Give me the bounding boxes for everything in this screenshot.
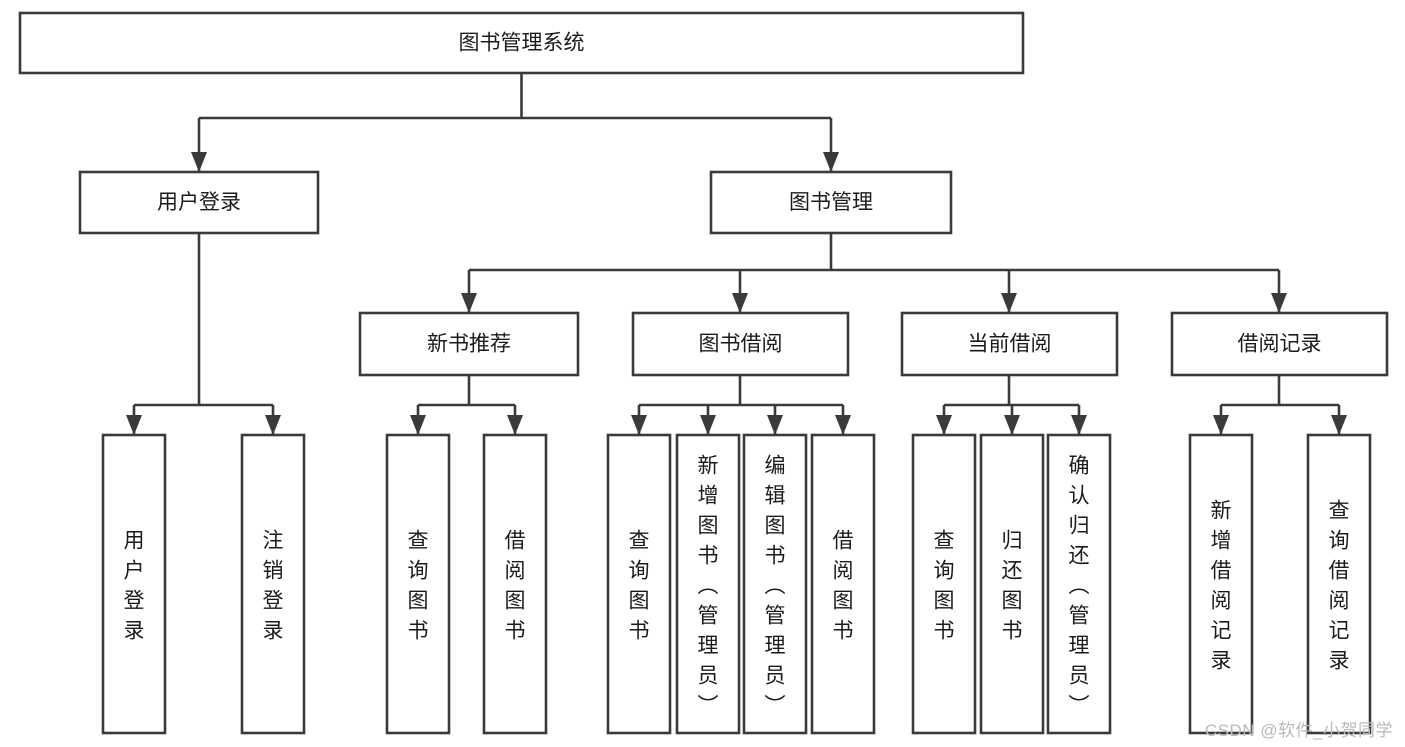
leaf-node-1-label: 注销登录 (263, 529, 284, 642)
leaf-node-0-label: 用户登录 (124, 529, 145, 642)
level3-node-3-box[interactable] (1170, 311, 1389, 377)
leaf-node-2-label: 查询图书 (408, 529, 429, 642)
leaf-node-4-box[interactable] (606, 433, 672, 735)
watermark-text: CSDN @软件_小贺同学 (1204, 721, 1393, 740)
arrow-head-icon (835, 415, 851, 435)
arrow-head-icon (507, 415, 523, 435)
leaf-node-9-label: 归还图书 (1002, 529, 1023, 642)
arrow-head-icon (700, 415, 716, 435)
arrow-head-icon (265, 415, 281, 435)
leaf-node-8-box[interactable] (911, 433, 977, 735)
arrow-head-icon (936, 415, 952, 435)
arrow-head-icon (1004, 415, 1020, 435)
level3-node-0-label: 新书推荐 (427, 333, 511, 356)
leaf-node-12-label: 查询借阅记录 (1329, 499, 1350, 672)
leaf-node-6-label: 编辑图书︵管理员︶ (765, 454, 786, 717)
leaf-node-10-label: 确认归还︵管理员︶ (1069, 454, 1090, 717)
level3-node-1-label: 图书借阅 (699, 333, 783, 356)
leaf-node-0-box[interactable] (101, 433, 167, 735)
leaf-node-12-box[interactable] (1306, 433, 1372, 735)
level3-node-3-label: 借阅记录 (1238, 333, 1322, 356)
leaf-node-1-box[interactable] (240, 433, 306, 735)
leaf-node-8-label: 查询图书 (934, 529, 955, 642)
arrow-head-icon (631, 415, 647, 435)
arrow-head-icon (410, 415, 426, 435)
root-node-label: 图书管理系统 (459, 32, 585, 55)
arrow-head-icon (126, 415, 142, 435)
leaf-node-5-box[interactable] (675, 433, 741, 735)
leaf-node-2-box[interactable] (385, 433, 451, 735)
level3-node-1-box[interactable] (631, 311, 850, 377)
leaf-node-9-box[interactable] (979, 433, 1045, 735)
level2-node-0-label: 用户登录 (157, 191, 241, 214)
arrow-head-icon (1271, 293, 1287, 313)
arrow-head-icon (1213, 415, 1229, 435)
level3-node-2-box[interactable] (900, 311, 1119, 377)
level2-node-0-box[interactable] (78, 170, 320, 235)
level3-node-2-label: 当前借阅 (968, 333, 1052, 356)
level2-node-1-box[interactable] (709, 170, 953, 235)
arrow-head-icon (191, 152, 207, 172)
leaf-node-11-box[interactable] (1188, 433, 1254, 735)
leaf-node-5-label: 新增图书︵管理员︶ (698, 454, 719, 717)
arrow-head-icon (823, 152, 839, 172)
level2-node-1-label: 图书管理 (789, 191, 873, 214)
leaf-node-4-label: 查询图书 (629, 529, 650, 642)
node-layer: 图书管理系统用户登录图书管理新书推荐图书借阅当前借阅借阅记录用户登录注销登录查询… (18, 11, 1389, 735)
leaf-node-3-box[interactable] (482, 433, 548, 735)
level3-node-0-box[interactable] (358, 311, 580, 377)
arrow-head-icon (1071, 415, 1087, 435)
leaf-node-6-box[interactable] (742, 433, 808, 735)
leaf-node-3-label: 借阅图书 (505, 529, 526, 642)
leaf-node-7-label: 借阅图书 (833, 529, 854, 642)
leaf-node-10-box[interactable] (1046, 433, 1112, 735)
arrow-head-icon (732, 293, 748, 313)
arrow-head-icon (767, 415, 783, 435)
leaf-node-7-box[interactable] (810, 433, 876, 735)
arrow-head-icon (461, 293, 477, 313)
arrow-head-icon (1001, 293, 1017, 313)
arrow-head-icon (1331, 415, 1347, 435)
root-node-box[interactable] (18, 11, 1025, 75)
connector-layer (126, 73, 1347, 435)
leaf-node-11-label: 新增借阅记录 (1211, 499, 1232, 672)
